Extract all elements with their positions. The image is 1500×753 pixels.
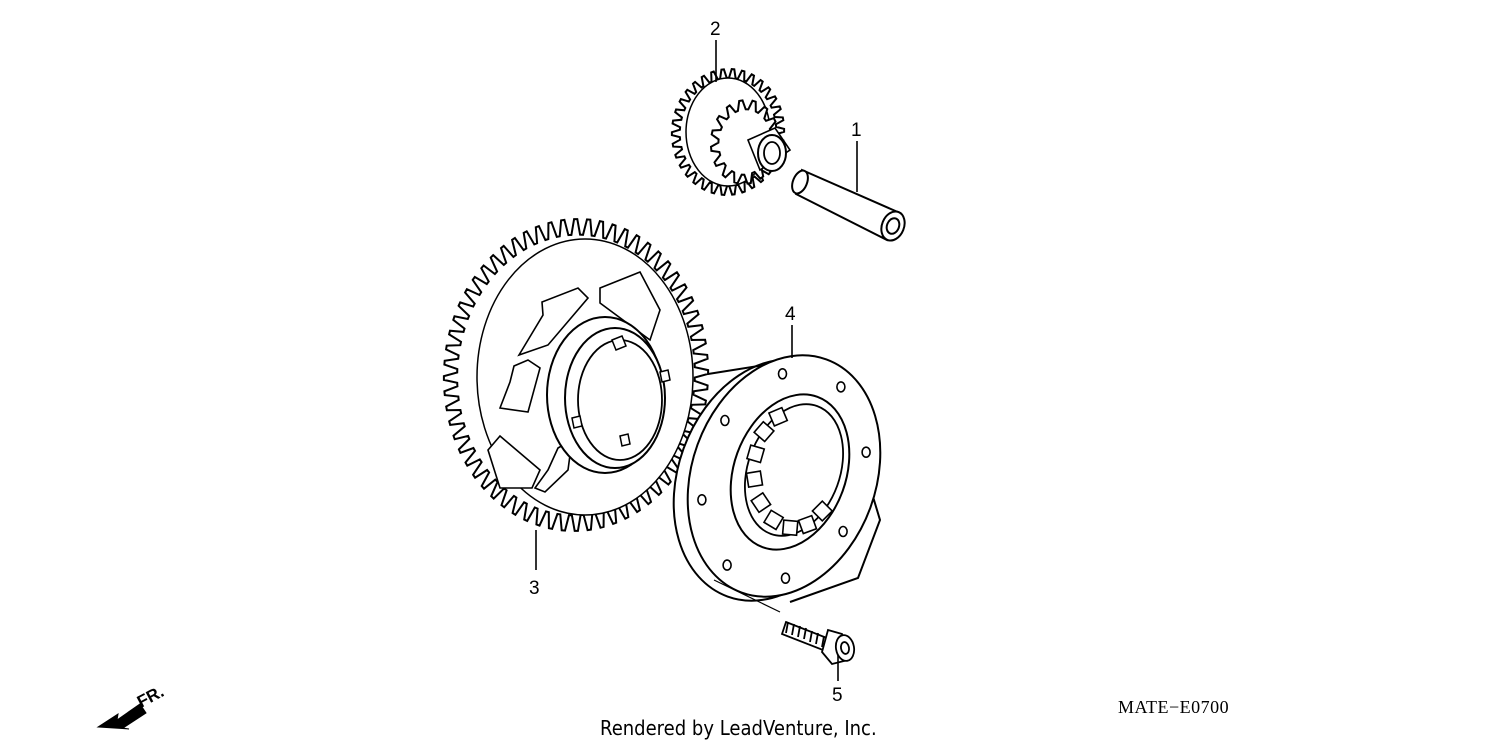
clutch-bolt-hole xyxy=(836,381,846,393)
clutch-bolt-hole xyxy=(838,525,848,538)
bolt-center-line xyxy=(713,579,781,613)
clutch-roller xyxy=(750,491,772,514)
clutch-roller xyxy=(745,444,766,464)
clutch-bolt-hole xyxy=(720,414,730,427)
clutch-bolt-hole xyxy=(861,446,871,459)
render-credit: Rendered by LeadVenture, Inc. xyxy=(600,716,877,740)
callout-2: 2 xyxy=(710,19,721,40)
clutch-roller xyxy=(745,470,764,489)
front-direction-arrow: FR. xyxy=(96,682,167,730)
clutch-bolt-hole xyxy=(777,367,788,380)
clutch-roller xyxy=(767,406,789,428)
idle-gear-shaft xyxy=(791,168,906,242)
clutch-roller xyxy=(781,519,799,537)
clutch-rollers xyxy=(745,406,834,537)
callout-1: 1 xyxy=(851,120,862,141)
idle-gear xyxy=(670,68,792,196)
clutch-bolt-hole xyxy=(722,559,732,571)
clutch-bolt-holes xyxy=(697,367,871,585)
diagram-code: MATE−E0700 xyxy=(1118,697,1230,717)
clutch-roller xyxy=(811,499,834,523)
socket-bolt xyxy=(780,620,856,666)
arrow-icon xyxy=(96,703,147,730)
starter-clutch xyxy=(672,354,882,603)
leader-lines xyxy=(535,40,858,681)
callout-3: 3 xyxy=(529,578,540,599)
clutch-roller xyxy=(752,420,776,443)
clutch-roller xyxy=(762,509,785,531)
callout-5: 5 xyxy=(832,685,843,706)
clutch-roller xyxy=(797,514,818,535)
starter-driven-gear xyxy=(442,218,710,532)
clutch-bolt-hole xyxy=(697,493,707,506)
callout-4: 4 xyxy=(785,304,796,325)
clutch-bolt-hole xyxy=(780,572,791,585)
